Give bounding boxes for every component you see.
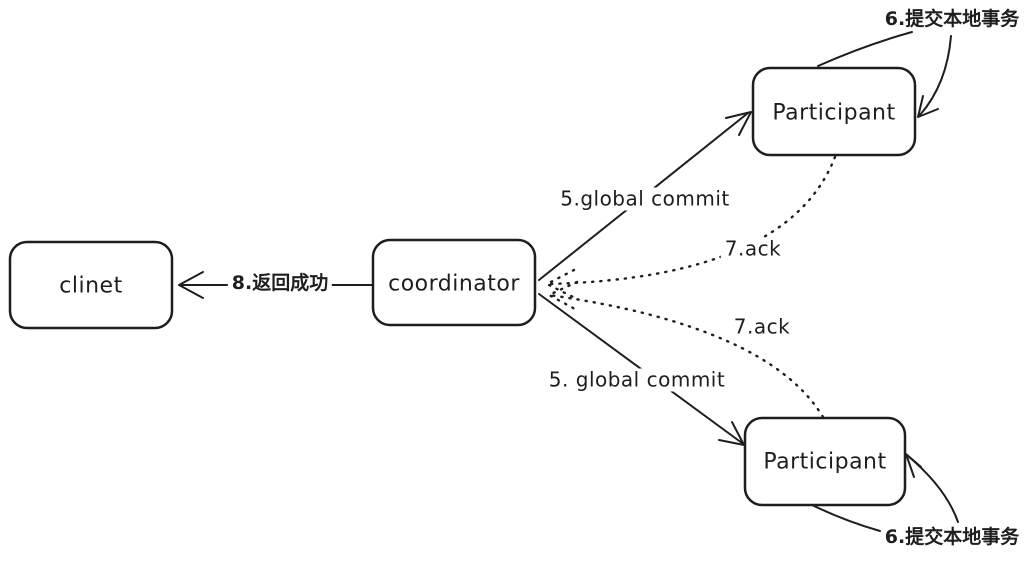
edge-global-commit-top-label[interactable]: 5.global commit [556,187,734,211]
arrowhead-upleft-icon[interactable] [905,453,922,478]
edge-ack-bottom-label[interactable]: 7.ack [729,315,795,339]
edge-ack-top[interactable] [545,155,837,299]
node-coordinator-box[interactable] [371,238,537,327]
edge-commit-local-bottom-leadline[interactable] [811,504,881,532]
node-participant-bottom-box[interactable] [743,416,907,507]
edge-commit-local-top-arrowline[interactable] [919,35,952,116]
edge-commit-local-top[interactable] [817,31,952,118]
participant-bottom-box-shape[interactable] [743,416,907,507]
arrowhead-dotted-icon[interactable] [547,280,579,311]
edge-commit-local-bottom-arrowline[interactable] [907,455,959,523]
edge-ack-top-label[interactable]: 7.ack [720,237,786,261]
edge-ack-bottom[interactable] [547,280,825,419]
node-participant-top-box[interactable] [751,66,917,157]
node-participant-bottom-label[interactable]: Participant [763,449,887,475]
coordinator-box-shape[interactable] [371,238,537,327]
edge-commit-local-top-leadline[interactable] [817,31,913,67]
edge-commit-local-top-label[interactable]: 6.提交本地事务 [884,8,1020,31]
node-client-label[interactable]: clinet [59,273,123,299]
edge-return-success-label[interactable]: 8.返回成功 [227,272,333,295]
arrowhead-upright-icon[interactable] [725,111,752,136]
arrowhead-downleft-icon[interactable] [917,95,939,118]
edge-ack-bottom-line[interactable] [547,293,825,419]
edge-commit-local-bottom-label[interactable]: 6.提交本地事务 [884,526,1020,549]
node-client-box[interactable] [8,240,174,330]
edge-global-commit-bottom-label[interactable]: 5. global commit [544,368,730,392]
edge-ack-top-line[interactable] [546,155,837,286]
node-participant-top-label[interactable]: Participant [772,100,896,126]
node-coordinator-label[interactable]: coordinator [388,271,520,297]
arrowhead-dotted-icon[interactable] [545,268,576,299]
edge-commit-local-bottom[interactable] [811,453,959,532]
client-box-shape[interactable] [8,240,174,330]
arrowhead-left-icon[interactable] [178,271,204,299]
participant-top-box-shape[interactable] [751,66,917,157]
arrowhead-downright-icon[interactable] [718,421,745,446]
